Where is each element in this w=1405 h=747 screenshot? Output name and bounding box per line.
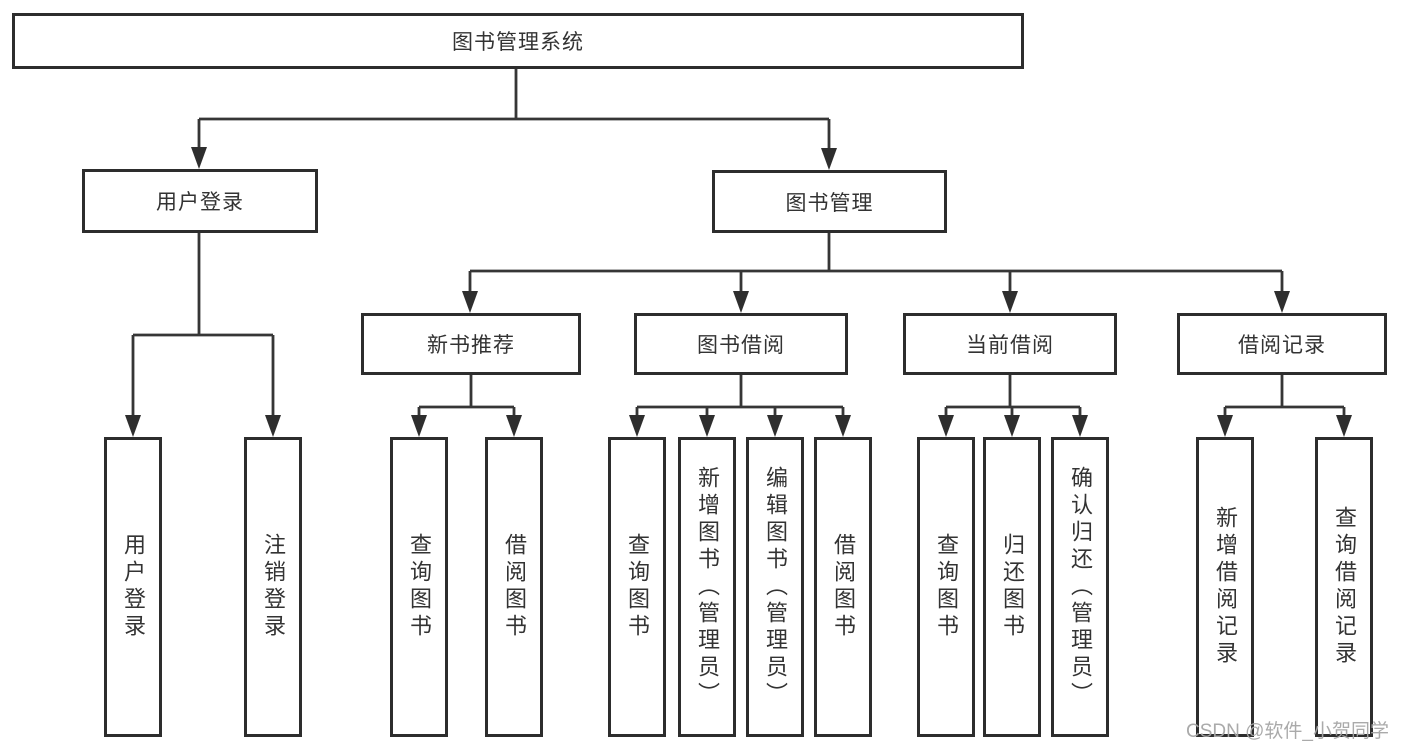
node-new-book-recommend-label: 新书推荐 xyxy=(427,334,515,357)
leaf-borrow-books: 借阅图书 xyxy=(814,437,872,737)
leaf-newbook-query-books: 查询图书 xyxy=(390,437,448,737)
connector-group-currentborrow-leaves xyxy=(944,375,1082,419)
leaf-user-login-label: 用户登录 xyxy=(121,533,146,641)
node-user-login-label: 用户登录 xyxy=(156,191,244,214)
connector-group-bookmgmt-to-level3 xyxy=(468,233,1284,295)
node-root: 图书管理系统 xyxy=(12,13,1024,69)
leaf-query-borrow-record: 查询借阅记录 xyxy=(1315,437,1373,737)
node-book-management-label: 图书管理 xyxy=(785,191,874,215)
leaf-edit-books-admin-label: 编辑图书（管理员） xyxy=(763,465,788,709)
leaf-return-books: 归还图书 xyxy=(983,437,1041,737)
connector-group-newbook-leaves xyxy=(417,375,516,419)
leaf-current-query-books: 查询图书 xyxy=(917,437,975,737)
node-root-label: 图书管理系统 xyxy=(452,31,584,54)
leaf-add-books-admin-label: 新增图书（管理员） xyxy=(695,465,720,709)
leaf-add-borrow-record: 新增借阅记录 xyxy=(1196,437,1254,737)
leaf-logout: 注销登录 xyxy=(244,437,302,737)
node-user-login: 用户登录 xyxy=(82,169,318,233)
leaf-confirm-return-admin: 确认归还（管理员） xyxy=(1051,437,1109,737)
node-book-borrow: 图书借阅 xyxy=(634,313,848,375)
node-borrow-records: 借阅记录 xyxy=(1177,313,1387,375)
leaf-return-books-label: 归还图书 xyxy=(1000,533,1025,641)
connector-group-bookborrow-leaves xyxy=(635,375,845,419)
leaf-add-books-admin: 新增图书（管理员） xyxy=(678,437,736,737)
leaf-logout-label: 注销登录 xyxy=(261,533,286,641)
leaf-newbook-query-books-label: 查询图书 xyxy=(407,533,432,641)
arrowhead-icons xyxy=(125,147,1352,437)
node-current-borrow: 当前借阅 xyxy=(903,313,1117,375)
leaf-borrow-query-books-label: 查询图书 xyxy=(625,533,650,641)
leaf-borrow-books-label: 借阅图书 xyxy=(831,533,856,641)
connector-group-record-leaves xyxy=(1223,375,1346,419)
leaf-user-login: 用户登录 xyxy=(104,437,162,737)
node-book-borrow-label: 图书借阅 xyxy=(697,334,785,357)
csdn-watermark: CSDN @软件_小贺同学 xyxy=(1186,721,1389,742)
leaf-add-borrow-record-label: 新增借阅记录 xyxy=(1213,506,1238,668)
leaf-query-borrow-record-label: 查询借阅记录 xyxy=(1332,506,1357,668)
node-current-borrow-label: 当前借阅 xyxy=(966,334,1054,357)
leaf-current-query-books-label: 查询图书 xyxy=(934,533,959,641)
leaf-newbook-borrow-books-label: 借阅图书 xyxy=(502,533,527,641)
leaf-confirm-return-admin-label: 确认归还（管理员） xyxy=(1068,465,1093,709)
leaf-edit-books-admin: 编辑图书（管理员） xyxy=(746,437,804,737)
node-new-book-recommend: 新书推荐 xyxy=(361,313,581,375)
leaf-borrow-query-books: 查询图书 xyxy=(608,437,666,737)
node-borrow-records-label: 借阅记录 xyxy=(1238,334,1326,357)
leaf-newbook-borrow-books: 借阅图书 xyxy=(485,437,543,737)
node-book-management: 图书管理 xyxy=(712,170,947,233)
connector-group-root-to-level2 xyxy=(197,69,831,152)
connector-group-userlogin-leaves xyxy=(131,233,275,419)
